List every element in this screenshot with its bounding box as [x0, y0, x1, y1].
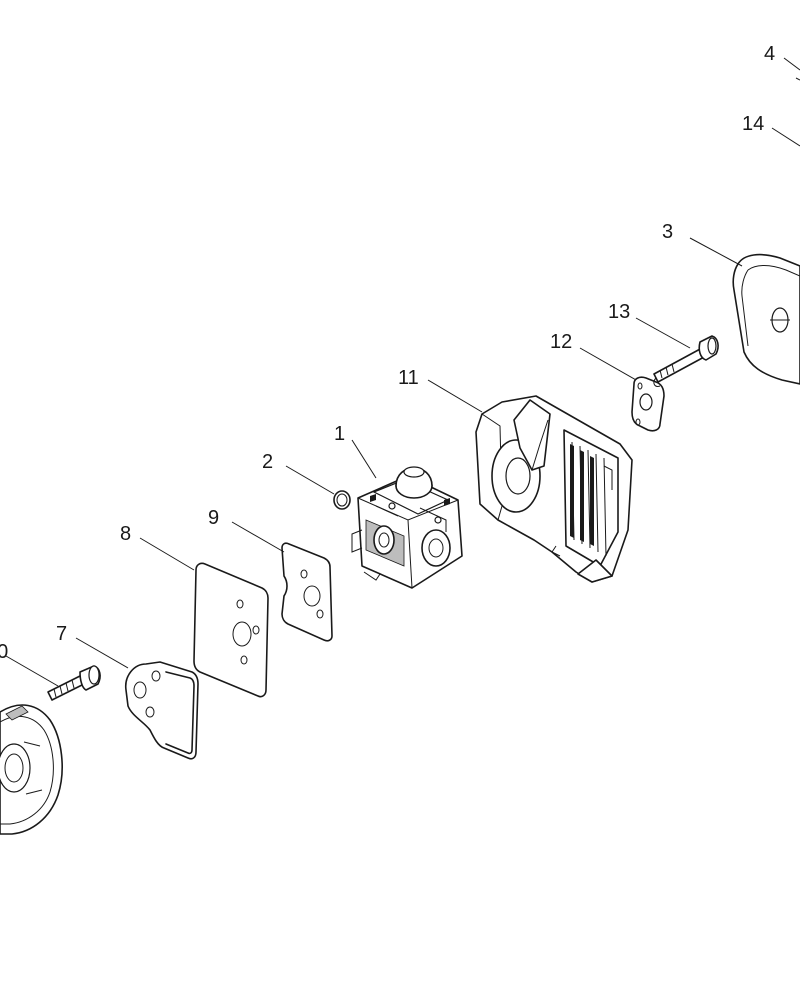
callout-10: 10 — [0, 641, 8, 663]
part-stub-top-right — [795, 77, 800, 81]
leader-14 — [771, 127, 800, 147]
callout-8: 8 — [120, 523, 131, 545]
callout-3: 3 — [662, 221, 673, 243]
callout-1: 1 — [334, 423, 345, 445]
part-o-ring — [333, 490, 351, 510]
leader-7 — [75, 637, 129, 669]
part-gasket-large — [193, 562, 269, 698]
part-air-cleaner-case — [475, 395, 633, 583]
leader-10 — [5, 655, 59, 687]
part-housing-cover-left — [0, 704, 63, 835]
callout-2: 2 — [262, 451, 273, 473]
leader-3 — [689, 237, 743, 267]
callout-11: 11 — [398, 367, 419, 389]
callout-labels: 4 14 3 13 12 11 1 2 9 8 7 10 — [0, 43, 775, 663]
part-bolt-long — [653, 335, 719, 387]
leader-lines — [5, 57, 800, 687]
leader-4 — [783, 57, 800, 71]
callout-9: 9 — [208, 507, 219, 529]
callout-12: 12 — [550, 331, 572, 353]
leader-12 — [579, 347, 637, 381]
callout-7: 7 — [56, 623, 67, 645]
part-gasket-thin — [281, 542, 333, 642]
callout-14: 14 — [742, 113, 764, 135]
part-bolt-left — [47, 665, 101, 701]
leader-8 — [139, 537, 195, 571]
leader-11 — [427, 379, 483, 413]
leader-13 — [635, 317, 691, 349]
part-gasket-small — [124, 661, 199, 760]
part-bracket — [631, 376, 665, 432]
part-carburetor — [351, 466, 463, 589]
leader-1 — [351, 439, 377, 479]
callout-13: 13 — [608, 301, 630, 323]
callout-4: 4 — [764, 43, 775, 65]
leader-2 — [285, 465, 335, 495]
part-filter-cover — [732, 253, 800, 385]
leader-9 — [231, 521, 285, 553]
